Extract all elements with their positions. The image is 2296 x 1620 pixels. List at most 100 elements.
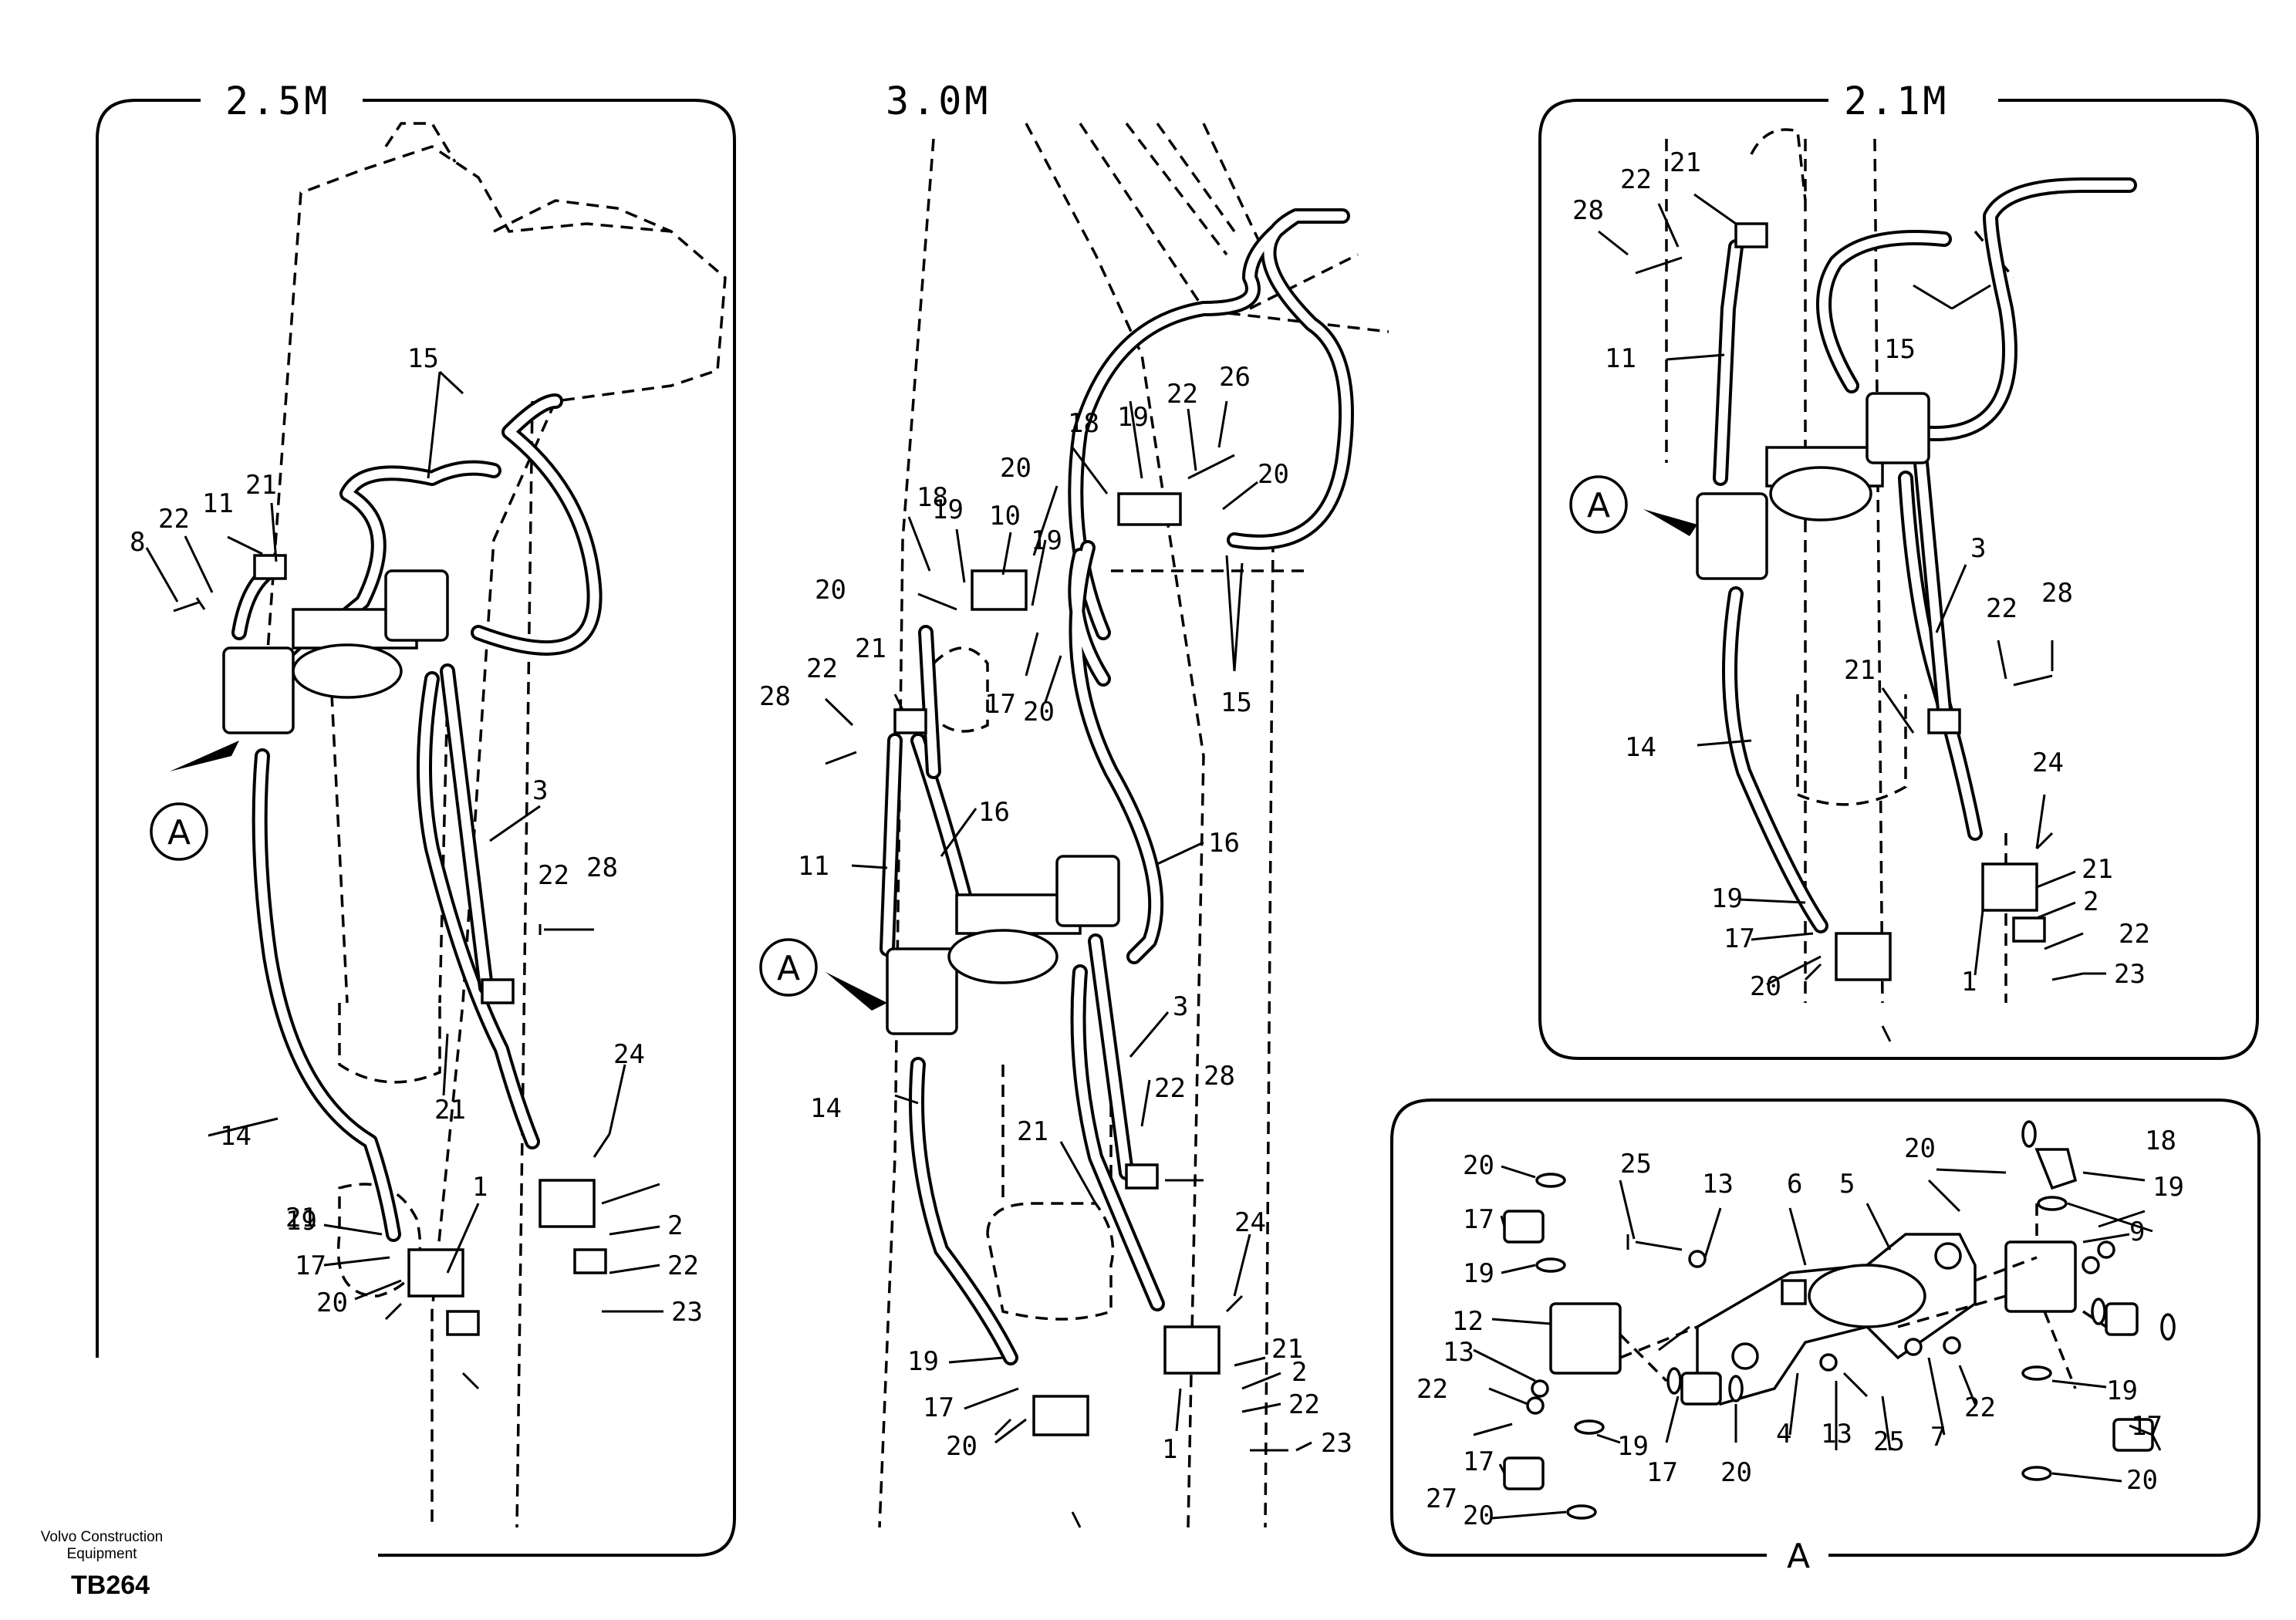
callout-21b-left: 21 (434, 1095, 466, 1126)
callout-21-left: 21 (245, 470, 277, 501)
callout-17c-detail: 17 (2131, 1411, 2163, 1442)
block-1-middle (1163, 1325, 1221, 1375)
section-2-5m: 2.5M (96, 79, 736, 1557)
callout-9-detail: 9 (2129, 1217, 2145, 1247)
drawing-code: TB264 (71, 1571, 150, 1600)
callout-17b-middle: 17 (923, 1392, 954, 1423)
valve-block-b-middle (1055, 855, 1120, 927)
callout-19b-middle: 19 (1031, 525, 1062, 556)
oring-19-d (2037, 1196, 2068, 1211)
oring-20-b (1566, 1504, 1597, 1520)
callout-21c-right: 21 (2082, 854, 2113, 885)
view-arrow-middle (826, 972, 887, 1011)
callout-17-detail: 17 (1463, 1204, 1494, 1235)
bolts-lower-right (1804, 963, 1892, 1042)
callout-2-right: 2 (2083, 886, 2098, 917)
callout-26-middle: 26 (1219, 362, 1251, 393)
leaders-middle (824, 400, 1312, 1452)
callout-18b-middle: 18 (1068, 408, 1099, 439)
callout-20d-detail: 20 (1463, 1500, 1494, 1531)
clamp-right (1769, 466, 1872, 521)
fitting-17-right-b (2105, 1302, 2139, 1336)
bolt-26-middle (1187, 454, 1235, 480)
valve-block-a-right (1696, 492, 1768, 580)
washer-22-a (1943, 1336, 1961, 1355)
callout-13c-detail: 13 (1821, 1419, 1852, 1450)
callout-22-middle: 22 (1167, 379, 1198, 410)
detail-view-a: A (1390, 1099, 2261, 1576)
fitting-17-center (1680, 1372, 1722, 1406)
callout-19c-middle: 19 (1117, 402, 1149, 433)
block-1-right (1835, 932, 1892, 981)
bolt-24-right (2035, 832, 2054, 850)
oring-20-e (2160, 1313, 2176, 1341)
bolts-detail (1473, 1210, 2146, 1436)
view-letter-a-right: A (1587, 486, 1610, 525)
title-2-5m: 2.5M (225, 79, 330, 123)
assembly-lines-detail (1619, 1203, 2107, 1389)
bolt-28b-right (2013, 674, 2053, 687)
brand-label: Volvo Construction Equipment (40, 1529, 164, 1563)
fitting-17-left (1503, 1456, 1545, 1490)
callout-28-left: 28 (586, 852, 618, 883)
bracket-hole-b (1731, 1342, 1759, 1370)
callout-28b-right: 28 (2041, 578, 2073, 609)
leaders-detail (1473, 1165, 2162, 1520)
callout-22b-left: 22 (538, 860, 569, 891)
callout-17-right: 17 (1724, 923, 1755, 954)
callout-21b-middle: 21 (1017, 1116, 1048, 1147)
callout-20c-detail: 20 (1720, 1457, 1752, 1488)
boom-outline-right (1665, 128, 2015, 1004)
callout-3-right: 3 (1970, 533, 1986, 564)
callout-19c-detail: 19 (1617, 1431, 1649, 1462)
callout-2-middle: 2 (1292, 1357, 1307, 1388)
callout-28-right: 28 (1572, 195, 1604, 226)
callout-20-detail: 20 (1463, 1150, 1494, 1181)
fitting-17-top (1503, 1210, 1545, 1244)
callout-21-middle: 21 (855, 633, 886, 664)
block-lower-middle (1032, 1395, 1089, 1436)
callout-13-detail: 13 (1702, 1169, 1734, 1200)
oring-19-b (1574, 1419, 1605, 1435)
bolt-23-right (2051, 972, 2084, 981)
callout-27-detail: 27 (1426, 1483, 1457, 1514)
clamp-21-middle (893, 708, 927, 734)
view-marker-a-left (150, 802, 208, 861)
title-3-0m: 3.0M (886, 79, 991, 123)
callout-21-right: 21 (1670, 147, 1701, 178)
view-marker-a-middle (759, 938, 818, 997)
washer-13-a (1688, 1250, 1707, 1268)
callout-17-middle: 17 (984, 689, 1016, 720)
oring-19-c (1666, 1367, 1682, 1395)
callout-4-detail: 4 (1776, 1419, 1791, 1450)
flange-right (2012, 916, 2046, 943)
callout-25-detail: 25 (1620, 1149, 1652, 1180)
detail-view-letter: A (1787, 1537, 1810, 1576)
callout-19-right: 19 (1711, 883, 1743, 914)
callout-20e-detail: 20 (2126, 1465, 2158, 1496)
nut-7 (1904, 1338, 1923, 1356)
view-arrow-left (170, 741, 239, 771)
cylinder-left (330, 694, 449, 1084)
bolt-28-middle (825, 751, 857, 765)
callout-1-middle: 1 (1162, 1434, 1177, 1465)
callout-15-middle: 15 (1221, 687, 1252, 718)
view-letter-a-middle: A (777, 949, 800, 988)
callout-24-right: 24 (2032, 748, 2064, 778)
washer-13-c (1819, 1353, 1838, 1372)
callout-18-detail: 18 (2145, 1126, 2176, 1156)
oring-19-a (1535, 1257, 1566, 1273)
callout-20c-middle: 20 (1000, 453, 1032, 484)
callout-22b-detail: 22 (1964, 1392, 1996, 1423)
callout-3-left: 3 (532, 775, 548, 806)
callout-28-middle: 28 (759, 681, 791, 712)
callout-19-middle: 19 (932, 494, 964, 525)
callout-11-left: 11 (202, 488, 234, 519)
callout-22-left: 22 (158, 504, 190, 535)
callout-20e-middle: 20 (946, 1431, 977, 1462)
callout-14-left: 14 (220, 1121, 252, 1152)
clamp-3-right (1927, 708, 1961, 734)
callout-17-left: 17 (295, 1250, 326, 1281)
